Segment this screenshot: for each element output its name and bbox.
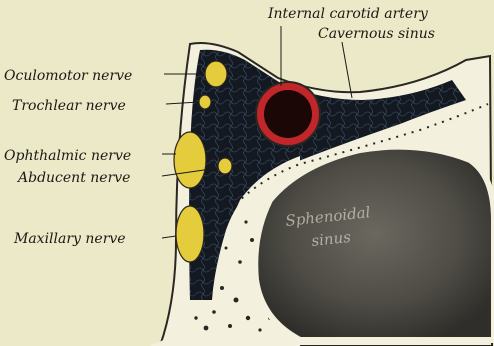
maxillary-nerve [176, 206, 204, 262]
label-trochlear-nerve: Trochlear nerve [12, 98, 126, 114]
label-ophthalmic-nerve: Ophthalmic nerve [4, 148, 131, 164]
label-cavernous-sinus: Cavernous sinus [318, 26, 435, 42]
label-abducent-nerve: Abducent nerve [16, 170, 130, 186]
label-maxillary-nerve: Maxillary nerve [13, 231, 126, 247]
abducent-nerve [218, 158, 232, 174]
ophthalmic-nerve [174, 132, 206, 188]
carotid-lumen [264, 90, 312, 138]
trochlear-nerve [199, 95, 211, 109]
label-internal-carotid-artery: Internal carotid artery [267, 6, 429, 22]
oculomotor-nerve [205, 61, 227, 87]
label-oculomotor-nerve: Oculomotor nerve [4, 68, 132, 84]
